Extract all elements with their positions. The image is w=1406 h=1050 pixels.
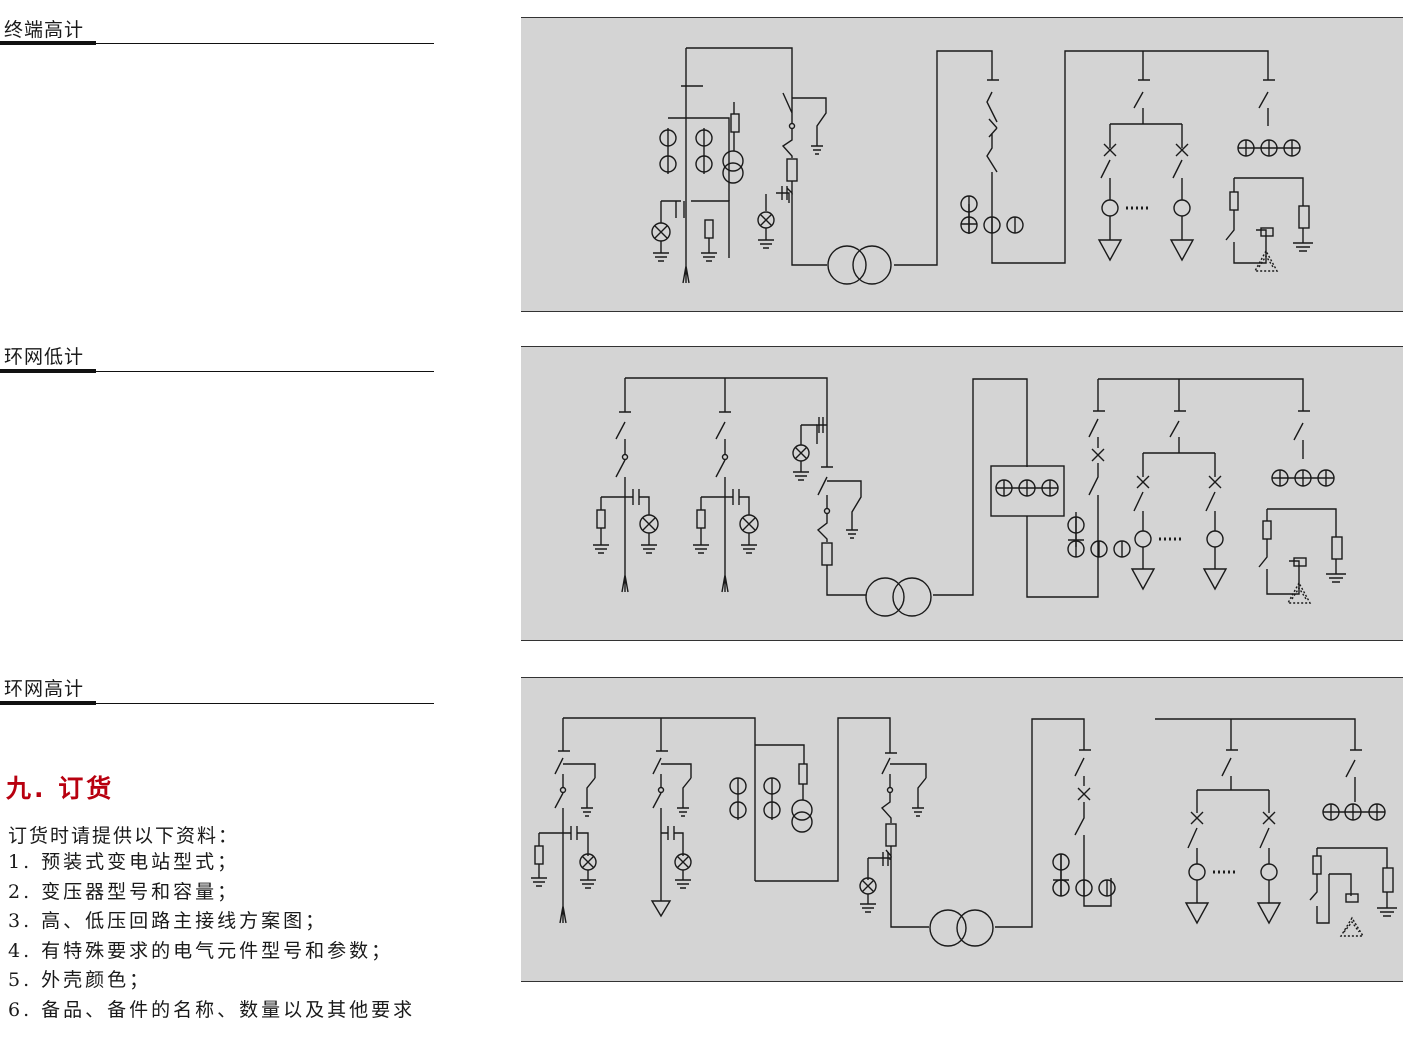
section-divider: [0, 369, 434, 373]
section-divider: [0, 41, 434, 45]
ordering-intro: 订货时请提供以下资料：: [8, 825, 240, 847]
ordering-requirements-list: 1. 预装式变电站型式； 2. 变压器型号和容量； 3. 高、低压回路主接线方案…: [8, 848, 415, 1025]
section-divider: [0, 701, 434, 705]
list-item: 1. 预装式变电站型式；: [8, 851, 240, 873]
list-item: 6. 备品、备件的名称、数量以及其他要求: [8, 998, 416, 1021]
section-label-ring-hv-metering: 环网高计: [4, 678, 85, 700]
list-item: 2. 变压器型号和容量；: [8, 880, 240, 903]
wiring-diagram-terminal-hv-metering: [521, 17, 1403, 312]
wiring-diagram-ring-hv-metering: [521, 677, 1403, 982]
list-item: 3. 高、低压回路主接线方案图；: [8, 910, 328, 932]
section-label-ring-lv-metering: 环网低计: [4, 346, 85, 368]
section-label-terminal-hv-metering: 终端高计: [4, 19, 85, 41]
wiring-diagram-ring-lv-metering: [521, 346, 1403, 641]
ordering-heading: 九. 订货: [6, 774, 115, 803]
list-item: 4. 有特殊要求的电气元件型号和参数；: [8, 939, 394, 962]
list-item: 5. 外壳颜色；: [8, 969, 152, 991]
